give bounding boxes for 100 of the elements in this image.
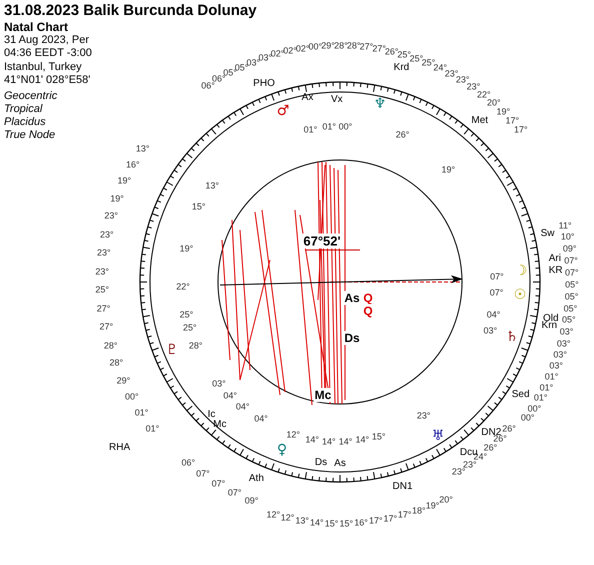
degree-label: 22°: [477, 90, 491, 100]
degree-label: 07°: [565, 268, 579, 278]
degree-label: 13°: [205, 181, 220, 190]
chart-title: 31.08.2023 Balik Burcunda Dolunay: [4, 3, 257, 18]
degree-label: 05°: [562, 316, 576, 325]
degree-label: 15°: [192, 202, 206, 212]
point-label: Mc: [213, 420, 226, 430]
degree-label: 12°: [280, 514, 294, 523]
degree-label: 15°: [372, 432, 386, 442]
degree-label: 03°: [549, 362, 563, 371]
degree-label: 23°: [462, 460, 477, 470]
degree-label: 15°: [340, 519, 354, 528]
aspect-symbol: Ds: [343, 331, 361, 345]
degree-label: 01°: [544, 372, 558, 382]
degree-label: 07°: [490, 272, 504, 282]
info-text: Tropical: [4, 104, 42, 115]
degree-label: 07°: [490, 288, 504, 298]
point-label: RHA: [109, 443, 130, 454]
degree-label: 07°: [196, 470, 210, 479]
angle-value: 67°52': [302, 234, 342, 248]
degree-label: 25°: [180, 310, 194, 320]
planet-glyph: ♂: [276, 104, 290, 118]
degree-label: 20°: [439, 495, 453, 504]
degree-label: 18°: [412, 506, 426, 516]
info-text: 31 Aug 2023, Per: [4, 35, 90, 46]
degree-label: 01°: [322, 122, 336, 132]
degree-label: 01°: [146, 424, 160, 434]
degree-label: 23°: [96, 248, 111, 258]
info-text: 41°N01' 028°E58': [4, 75, 90, 86]
aspect-symbol: Mc: [314, 388, 332, 402]
point-label: As: [334, 459, 346, 469]
degree-label: 25°: [183, 323, 197, 332]
degree-label: 24°: [433, 64, 447, 73]
degree-label: 25°: [95, 286, 109, 295]
degree-label: 09°: [562, 244, 576, 254]
degree-label: 14°: [305, 435, 320, 444]
planet-glyph: ♇: [166, 343, 178, 357]
degree-label: 28°: [346, 42, 361, 51]
degree-label: 25°: [422, 58, 436, 68]
degree-label: 19°: [110, 194, 124, 204]
degree-label: 28°: [188, 342, 202, 351]
degree-label: 12°: [266, 510, 280, 520]
point-label: Krn: [542, 321, 558, 332]
info-text: Placidus: [4, 117, 46, 128]
degree-label: 05°: [223, 68, 237, 78]
degree-label: 23°: [444, 70, 458, 79]
degree-label: 05°: [565, 280, 579, 290]
degree-label: 03°: [560, 328, 574, 337]
degree-label: 00°: [520, 414, 534, 423]
degree-label: 19°: [496, 107, 510, 116]
degree-label: 23°: [416, 411, 431, 420]
point-label: Sw: [540, 229, 554, 240]
chart-subtitle: Natal Chart: [4, 21, 68, 33]
degree-label: 02°: [296, 44, 310, 54]
degree-label: 16°: [126, 160, 140, 170]
degree-label: 00°: [338, 122, 352, 132]
degree-label: 17°: [505, 116, 520, 126]
info-text: Geocentric: [4, 91, 58, 102]
point-label: Ari: [548, 254, 561, 264]
degree-label: 27°: [96, 304, 110, 314]
degree-label: 26°: [502, 424, 516, 434]
degree-label: 03°: [483, 326, 498, 336]
degree-label: 23°: [95, 267, 110, 276]
degree-label: 20°: [486, 98, 501, 108]
degree-label: 01°: [134, 408, 148, 418]
degree-label: 26°: [396, 130, 410, 140]
degree-label: 14°: [322, 437, 336, 446]
degree-label: 26°: [493, 434, 507, 444]
degree-label: 01°: [540, 383, 554, 392]
degree-label: 06°: [201, 82, 215, 91]
planet-glyph: ☽: [514, 264, 528, 278]
degree-label: 10°: [560, 232, 574, 242]
degree-label: 02°: [283, 46, 297, 56]
degree-label: 03°: [258, 54, 272, 63]
degree-label: 03°: [553, 350, 567, 360]
degree-label: 07°: [564, 256, 578, 266]
degree-label: 25°: [397, 50, 411, 60]
degree-label: 04°: [236, 402, 250, 411]
degree-label: 01°: [304, 125, 318, 134]
degree-label: 00°: [528, 404, 542, 414]
degree-label: 07°: [228, 488, 242, 498]
degree-label: 23°: [104, 212, 118, 221]
degree-label: 26°: [384, 47, 399, 56]
info-text: True Node: [4, 130, 56, 141]
degree-label: 05°: [234, 63, 248, 72]
point-label: Ax: [302, 92, 314, 103]
aspect-symbol: Q: [362, 291, 374, 305]
degree-label: 29°: [116, 376, 130, 386]
degree-label: 07°: [212, 480, 226, 489]
degree-label: 13°: [295, 516, 309, 526]
degree-label: 12°: [286, 430, 300, 440]
degree-label: 04°: [486, 310, 500, 320]
degree-label: 17°: [514, 126, 528, 135]
point-label: DN1: [392, 482, 413, 492]
degree-label: 22°: [176, 282, 190, 292]
degree-label: 19°: [180, 244, 194, 254]
degree-label: 11°: [558, 221, 572, 230]
degree-label: 09°: [244, 496, 258, 506]
degree-label: 27°: [100, 322, 114, 332]
degree-label: 15°: [324, 519, 338, 528]
